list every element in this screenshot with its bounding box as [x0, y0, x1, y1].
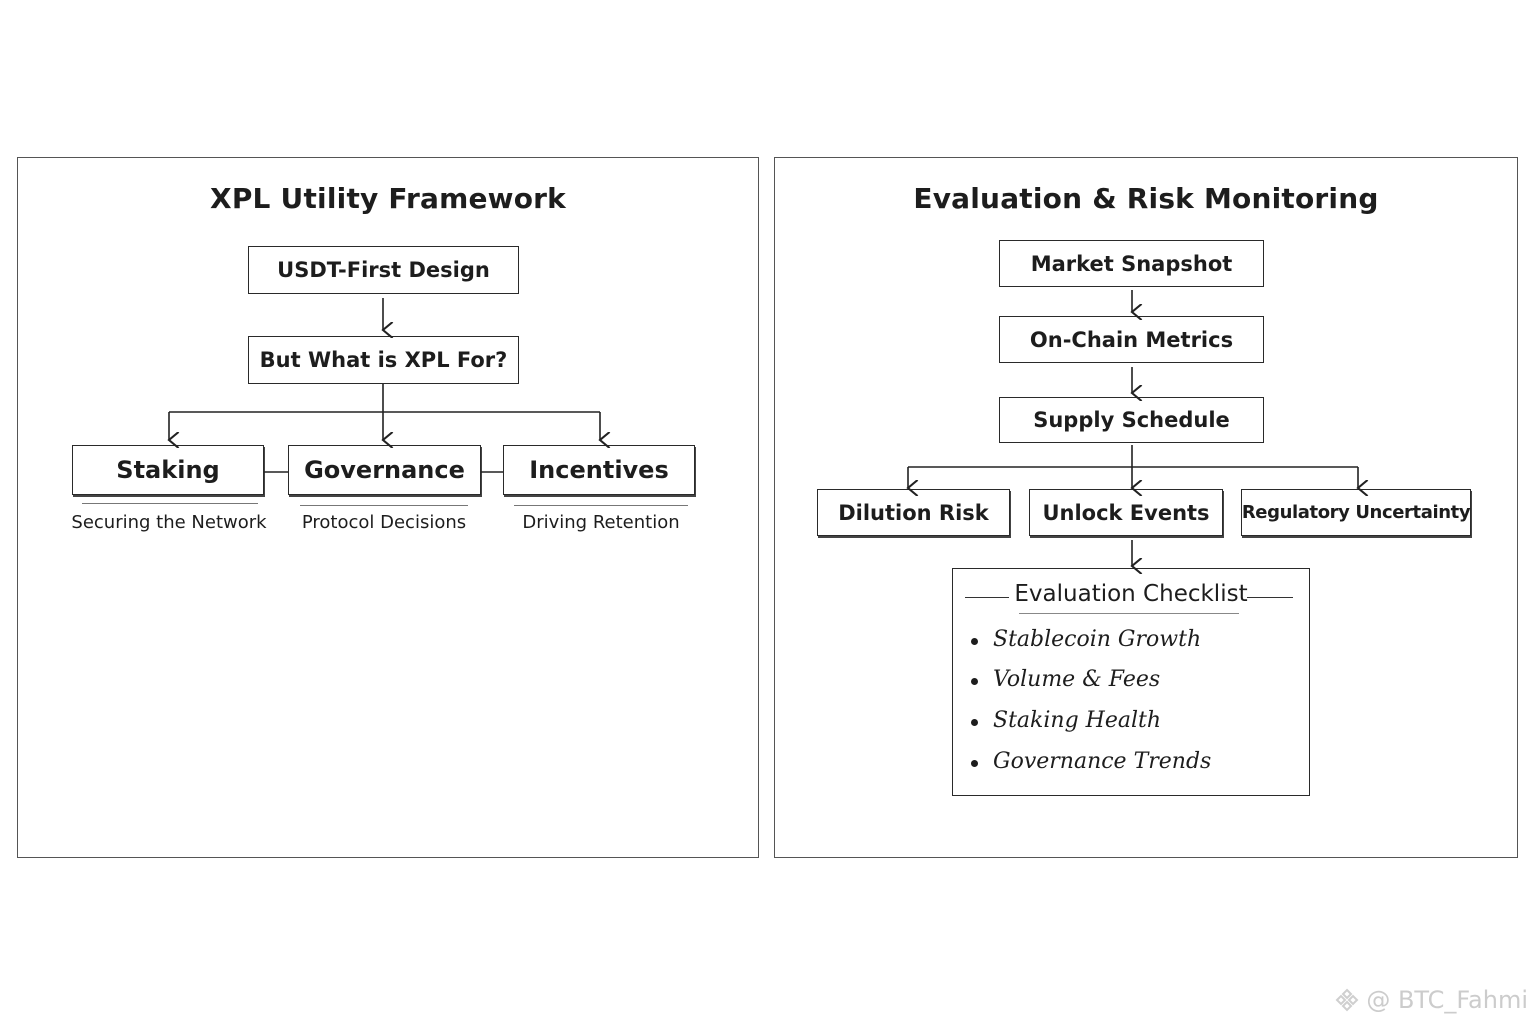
on-chain-metrics-box: On-Chain Metrics: [999, 316, 1264, 363]
checklist-item: Stablecoin Growth: [971, 627, 1202, 652]
divider: [1019, 613, 1239, 614]
bullet-icon: [971, 678, 978, 685]
checklist-title: Evaluation Checklist: [1014, 581, 1248, 607]
bullet-icon: [971, 719, 978, 726]
checklist-item-label: Volume & Fees: [993, 667, 1161, 692]
bullet-icon: [971, 638, 978, 645]
regulatory-uncertainty-box: Regulatory Uncertainty: [1241, 489, 1471, 536]
panel-title: XPL Utility Framework: [210, 182, 566, 215]
binance-logo-icon: [1335, 988, 1359, 1012]
watermark: @ BTC_Fahmi: [1334, 986, 1528, 1014]
checklist-item: Staking Health: [971, 708, 1162, 733]
unlock-events-box: Unlock Events: [1029, 489, 1223, 536]
supply-schedule-box: Supply Schedule: [999, 397, 1264, 443]
staking-box: Staking: [72, 445, 264, 495]
bullet-icon: [971, 760, 978, 767]
divider: [82, 503, 258, 504]
dilution-risk-box: Dilution Risk: [817, 489, 1010, 536]
checklist-item-label: Governance Trends: [993, 749, 1212, 774]
governance-caption: Protocol Decisions: [301, 512, 467, 533]
divider: [300, 505, 468, 506]
incentives-box: Incentives: [503, 445, 695, 495]
xpl-purpose-box: But What is XPL For?: [248, 336, 519, 384]
checklist-item: Governance Trends: [971, 749, 1212, 774]
market-snapshot-box: Market Snapshot: [999, 240, 1264, 287]
staking-caption: Securing the Network: [71, 512, 267, 533]
checklist-item-label: Staking Health: [993, 708, 1162, 733]
usdt-first-design-box: USDT-First Design: [248, 246, 519, 294]
divider: [514, 505, 688, 506]
incentives-caption: Driving Retention: [522, 512, 680, 533]
governance-box: Governance: [288, 445, 481, 495]
divider: [1247, 597, 1293, 598]
checklist-item: Volume & Fees: [971, 667, 1161, 692]
divider: [965, 597, 1009, 598]
watermark-text: @ BTC_Fahmi: [1366, 986, 1528, 1014]
checklist-item-label: Stablecoin Growth: [993, 627, 1202, 652]
evaluation-checklist: Evaluation Checklist Stablecoin Growth V…: [952, 568, 1310, 796]
panel-title: Evaluation & Risk Monitoring: [913, 182, 1379, 215]
